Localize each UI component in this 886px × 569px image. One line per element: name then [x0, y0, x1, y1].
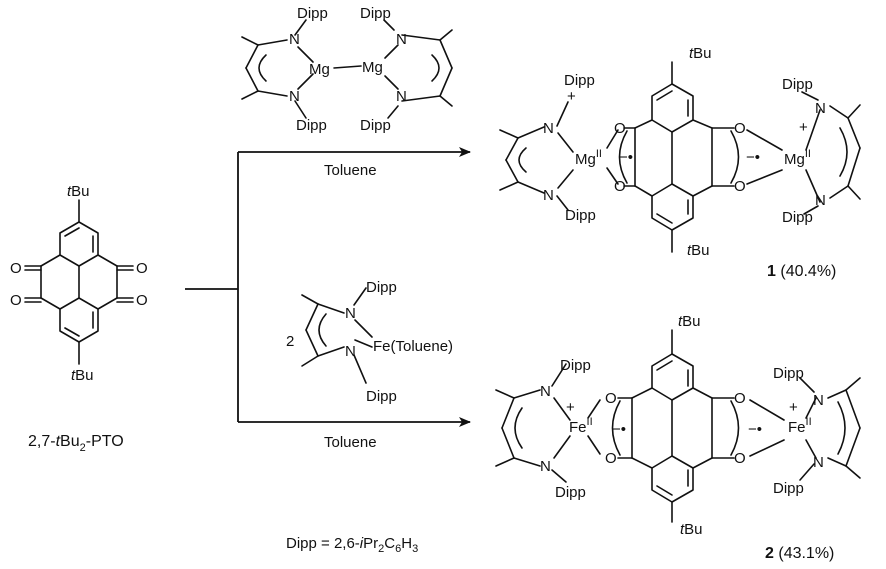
mg-n-1: N	[289, 31, 300, 48]
fe-reagent-coefficient: 2	[286, 333, 294, 350]
p1-o-2: O	[614, 178, 626, 195]
p2-n-3: N	[813, 392, 824, 409]
mg-dipp-2: Dipp	[360, 5, 391, 22]
p1-radical-right: −•	[746, 149, 760, 166]
product-2-label: 2 (43.1%)	[765, 545, 834, 562]
p1-n-1: N	[543, 120, 554, 137]
product-1-label: 1 (40.4%)	[767, 263, 836, 280]
p2-n-2: N	[540, 458, 551, 475]
mg-dipp-3: Dipp	[296, 117, 327, 134]
p2-o-2: O	[605, 450, 617, 467]
p2-metal-left: FeII	[569, 416, 593, 436]
mg-atom-1: Mg	[309, 61, 330, 78]
starting-material-label: 2,7-tBu2-PTO	[28, 433, 124, 454]
sm-tbu-bottom: tBu	[71, 367, 94, 384]
sm-oxygen-3: O	[136, 260, 148, 277]
p1-metal-right: MgII	[784, 148, 811, 168]
p2-radical-right: −•	[748, 421, 762, 438]
sm-oxygen-4: O	[136, 292, 148, 309]
p1-tbu-top: tBu	[689, 45, 712, 62]
p2-tbu-top: tBu	[678, 313, 701, 330]
fe-reagent: Dipp N N Fe(Toluene) Dipp 2	[286, 279, 453, 405]
p2-radical-left: −•	[612, 421, 626, 438]
mg-atom-2: Mg	[362, 59, 383, 76]
p1-dipp-4: Dipp	[782, 209, 813, 226]
fe-reagent-metal-complex: Fe(Toluene)	[373, 338, 453, 355]
mg-n-2: N	[289, 88, 300, 105]
p1-dipp-1: Dipp	[564, 72, 595, 89]
p2-tbu-bottom: tBu	[680, 521, 703, 538]
mg-dimer-reagent: Dipp Dipp N N N N Mg Mg Dipp Dipp	[241, 5, 453, 134]
mg-n-3: N	[396, 31, 407, 48]
p2-charge-right: +	[789, 399, 798, 416]
starting-material-structure: tBu tBu O O O O	[10, 183, 148, 384]
p1-n-4: N	[815, 192, 826, 209]
product-2-structure: Dipp N N Dipp + FeII O O −• O O −• FeII …	[495, 313, 861, 538]
product-1-structure: Dipp N N Dipp + MgII O O −• O O −• MgII …	[499, 45, 861, 259]
p1-n-3: N	[815, 100, 826, 117]
fe-reagent-n-1: N	[345, 305, 356, 322]
p1-radical-left: −•	[619, 149, 633, 166]
p2-dipp-3: Dipp	[773, 365, 804, 382]
solvent-label-top: Toluene	[324, 162, 377, 179]
p1-o-3: O	[734, 120, 746, 137]
mg-dipp-1: Dipp	[297, 5, 328, 22]
p2-dipp-4: Dipp	[773, 480, 804, 497]
p1-dipp-2: Dipp	[565, 207, 596, 224]
reaction-arrows	[185, 147, 471, 427]
p2-charge-left: +	[566, 399, 575, 416]
sm-oxygen-2: O	[10, 292, 22, 309]
p1-n-2: N	[543, 187, 554, 204]
fe-reagent-n-2: N	[345, 343, 356, 360]
solvent-label-bottom: Toluene	[324, 434, 377, 451]
p2-n-1: N	[540, 383, 551, 400]
sm-tbu-top: tBu	[67, 183, 90, 200]
p1-charge-right: +	[799, 119, 808, 136]
fe-reagent-dipp-2: Dipp	[366, 388, 397, 405]
p2-n-4: N	[813, 454, 824, 471]
p2-o-1: O	[605, 390, 617, 407]
mg-dipp-4: Dipp	[360, 117, 391, 134]
p2-metal-right: FeII	[788, 416, 812, 436]
p1-o-4: O	[734, 178, 746, 195]
p1-metal-left: MgII	[575, 148, 602, 168]
fe-reagent-dipp-1: Dipp	[366, 279, 397, 296]
p2-o-3: O	[734, 390, 746, 407]
p1-tbu-bottom: tBu	[687, 242, 710, 259]
p1-o-1: O	[614, 120, 626, 137]
p2-dipp-1: Dipp	[560, 357, 591, 374]
p2-o-4: O	[734, 450, 746, 467]
p1-charge-left: +	[567, 88, 576, 105]
p1-dipp-3: Dipp	[782, 76, 813, 93]
p2-dipp-2: Dipp	[555, 484, 586, 501]
sm-oxygen-1: O	[10, 260, 22, 277]
mg-n-4: N	[396, 88, 407, 105]
dipp-definition: Dipp = 2,6-iPr2C6H3	[286, 535, 418, 555]
